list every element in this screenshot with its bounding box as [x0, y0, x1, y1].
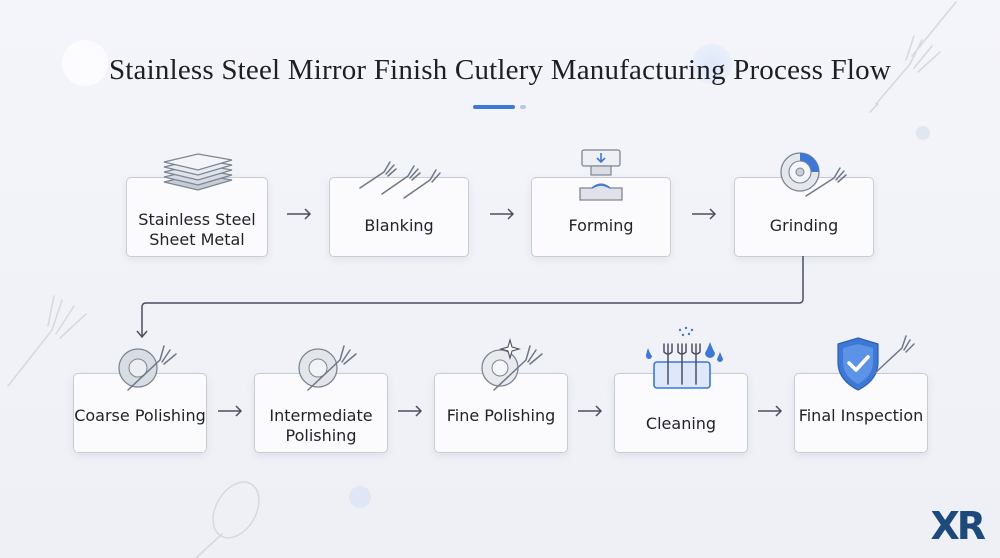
sheet-stack-icon [163, 153, 233, 191]
bg-circle [692, 44, 732, 84]
page-title: Stainless Steel Mirror Finish Cutlery Ma… [108, 54, 892, 86]
step-label: Cleaning [645, 414, 717, 433]
brand-logo: XR [930, 504, 986, 548]
step-label: Forming [568, 216, 634, 235]
flow-arrow [398, 405, 423, 417]
polishing-wheel-fork-icon [298, 345, 357, 391]
grinding-wheel-icon [780, 152, 847, 197]
bg-circle [349, 486, 371, 508]
bg-circle [916, 126, 930, 140]
step-label: Final Inspection [798, 406, 924, 425]
shield-check-icon [837, 335, 915, 391]
flow-arrow [218, 405, 243, 417]
step-label: Intermediate Polishing [269, 406, 373, 445]
press-icon [579, 149, 623, 201]
flow-arrow [578, 405, 603, 417]
step-label: Fine Polishing [446, 406, 556, 425]
step-label: Blanking [364, 216, 434, 235]
step-final-inspection: Final Inspection [794, 373, 928, 453]
step-label: Stainless Steel Sheet Metal [138, 210, 256, 249]
step-label: Grinding [769, 216, 839, 235]
step-coarse-polishing: Coarse Polishing [73, 373, 207, 453]
sparkle-fork-icon [481, 337, 543, 391]
flow-arrow [758, 405, 783, 417]
fork-blanks-icon [359, 161, 441, 199]
step-label: Coarse Polishing [74, 406, 206, 425]
title-underline-dot [520, 105, 526, 109]
polishing-wheel-fork-icon [118, 345, 177, 391]
bg-circle [62, 40, 108, 86]
cleaning-bath-icon [646, 326, 723, 389]
flow-arrow [287, 208, 312, 220]
row-connector-arrow [136, 256, 804, 339]
step-blanking: Blanking [329, 177, 469, 257]
flow-arrow [490, 208, 515, 220]
flow-arrow [692, 208, 717, 220]
title-underline [473, 105, 515, 109]
